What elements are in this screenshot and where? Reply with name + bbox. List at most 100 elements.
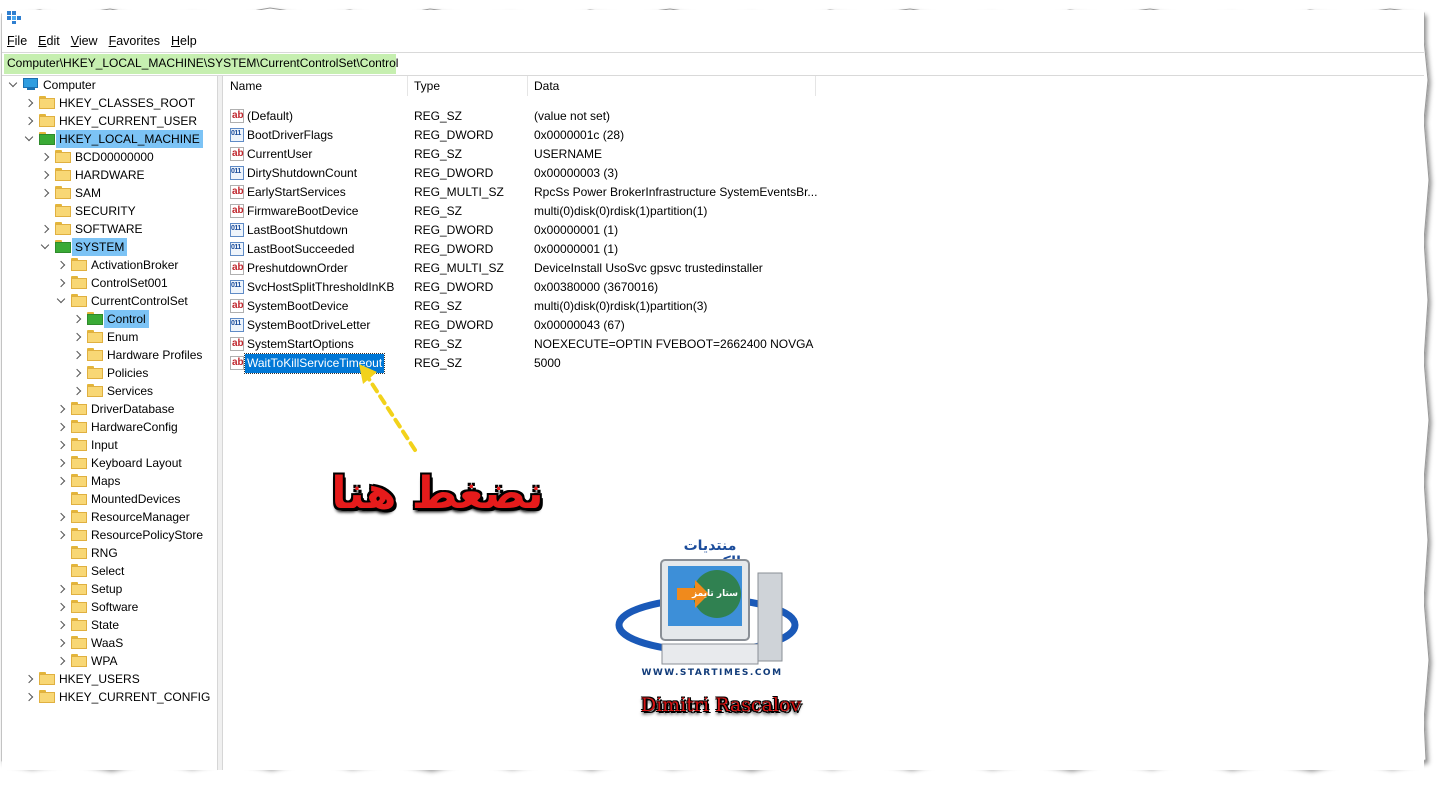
chevron-right-icon[interactable]: [24, 94, 34, 112]
folder-icon: [71, 510, 87, 523]
folder-icon: [55, 186, 71, 199]
menu-file[interactable]: File: [2, 32, 33, 50]
chevron-right-icon[interactable]: [56, 652, 66, 670]
tree-label: ResourcePolicyStore: [91, 528, 204, 542]
tree-label: Maps: [91, 474, 121, 488]
value-data: 0x00000001 (1): [534, 242, 619, 256]
folder-icon: [87, 384, 103, 397]
chevron-right-icon[interactable]: [56, 436, 66, 454]
value-name: SystemStartOptions: [247, 337, 354, 351]
folder-icon: [71, 438, 87, 451]
menu-file-label: ile: [14, 34, 28, 48]
chevron-right-icon[interactable]: [56, 418, 66, 436]
chevron-right-icon[interactable]: [56, 508, 66, 526]
chevron-right-icon[interactable]: [40, 148, 50, 166]
folder-icon: [71, 600, 87, 613]
tree-label: HKEY_CURRENT_USER: [59, 114, 198, 128]
tree-label: Control: [104, 310, 149, 328]
chevron-right-icon[interactable]: [72, 328, 82, 346]
chevron-right-icon[interactable]: [72, 382, 82, 400]
signature: Dimitri Rascalov: [640, 694, 802, 716]
menu-view-mnemonic: V: [70, 34, 79, 48]
chevron-right-icon[interactable]: [56, 274, 66, 292]
tree-label: HKEY_CURRENT_CONFIG: [59, 690, 211, 704]
chevron-right-icon[interactable]: [56, 598, 66, 616]
value-name: CurrentUser: [247, 147, 313, 161]
address-bar[interactable]: Computer\HKEY_LOCAL_MACHINE\SYSTEM\Curre…: [2, 52, 1424, 76]
chevron-down-icon[interactable]: [40, 238, 50, 256]
menu-edit[interactable]: Edit: [33, 32, 66, 50]
tree-label: CurrentControlSet: [91, 294, 188, 308]
folder-icon: [71, 546, 87, 559]
tree-label: BCD00000000: [75, 150, 154, 164]
value-type: REG_SZ: [414, 337, 463, 351]
menu-help-mnemonic: H: [171, 34, 181, 48]
tree-label: Policies: [107, 366, 149, 380]
folder-icon: [55, 222, 71, 235]
chevron-right-icon[interactable]: [72, 346, 82, 364]
menu-view[interactable]: View: [66, 32, 104, 50]
address-path[interactable]: Computer\HKEY_LOCAL_MACHINE\SYSTEM\Curre…: [7, 56, 399, 70]
computer-logo-icon: ستار تايمز: [615, 559, 799, 665]
chevron-right-icon[interactable]: [56, 454, 66, 472]
column-header-type[interactable]: Type: [408, 76, 528, 96]
tree-label: Setup: [91, 582, 123, 596]
chevron-right-icon[interactable]: [24, 670, 34, 688]
value-data: NOEXECUTE=OPTIN FVEBOOT=2662400 NOVGA: [534, 337, 814, 351]
value-type: REG_DWORD: [414, 242, 494, 256]
key-tree: Computer HKEY_CLASSES_ROOT HKEY_CURRENT_…: [2, 76, 216, 770]
tree-label: SAM: [75, 186, 102, 200]
folder-icon: [71, 402, 87, 415]
chevron-down-icon[interactable]: [8, 76, 18, 94]
chevron-right-icon[interactable]: [56, 472, 66, 490]
string-value-icon: [230, 258, 244, 277]
chevron-down-icon[interactable]: [56, 292, 66, 310]
value-data: USERNAME: [534, 147, 603, 161]
callout-text: نضغط هنا: [331, 468, 544, 519]
column-header-data[interactable]: Data: [528, 76, 816, 96]
chevron-right-icon[interactable]: [40, 166, 50, 184]
chevron-right-icon[interactable]: [56, 580, 66, 598]
menu-favorites[interactable]: Favorites: [104, 32, 166, 50]
tree-label: ActivationBroker: [91, 258, 179, 272]
chevron-right-icon[interactable]: [40, 220, 50, 238]
string-value-icon: [230, 353, 244, 372]
string-value-icon: [230, 334, 244, 353]
menu-help[interactable]: Help: [166, 32, 203, 50]
chevron-right-icon[interactable]: [56, 616, 66, 634]
tree-label: HKEY_LOCAL_MACHINE: [56, 130, 203, 148]
startimes-logo: منتديات الكمبيوتر ستار تايمز WWW.STARTIM…: [615, 530, 805, 690]
chevron-right-icon[interactable]: [56, 634, 66, 652]
tree-label: ControlSet001: [91, 276, 168, 290]
folder-icon: [71, 294, 87, 307]
tree-label: HARDWARE: [75, 168, 145, 182]
folder-icon: [71, 456, 87, 469]
chevron-right-icon[interactable]: [40, 184, 50, 202]
chevron-right-icon[interactable]: [72, 364, 82, 382]
value-type: REG_SZ: [414, 356, 463, 370]
value-name: WaitToKillServiceTimeout: [243, 353, 386, 374]
tree-label: SYSTEM: [72, 238, 128, 256]
chevron-right-icon[interactable]: [56, 526, 66, 544]
chevron-right-icon[interactable]: [72, 310, 82, 328]
value-data: 0x00000001 (1): [534, 223, 619, 237]
chevron-right-icon[interactable]: [24, 688, 34, 706]
folder-icon: [39, 114, 55, 127]
value-type: REG_SZ: [414, 204, 463, 218]
chevron-right-icon[interactable]: [56, 400, 66, 418]
logo-badge-text: ستار تايمز: [691, 589, 738, 599]
string-value-icon: [230, 106, 244, 125]
chevron-down-icon[interactable]: [24, 130, 34, 148]
menu-edit-mnemonic: E: [38, 34, 47, 48]
folder-icon: [71, 654, 87, 667]
value-type: REG_SZ: [414, 299, 463, 313]
value-data: RpcSs Power BrokerInfrastructure SystemE…: [534, 185, 818, 199]
chevron-right-icon[interactable]: [24, 112, 34, 130]
chevron-right-icon[interactable]: [56, 256, 66, 274]
column-header-name[interactable]: Name: [224, 76, 408, 96]
pane-splitter[interactable]: [217, 76, 223, 770]
value-name: SystemBootDriveLetter: [247, 318, 371, 332]
tree-label: SOFTWARE: [75, 222, 143, 236]
menu-file-mnemonic: F: [7, 34, 15, 48]
